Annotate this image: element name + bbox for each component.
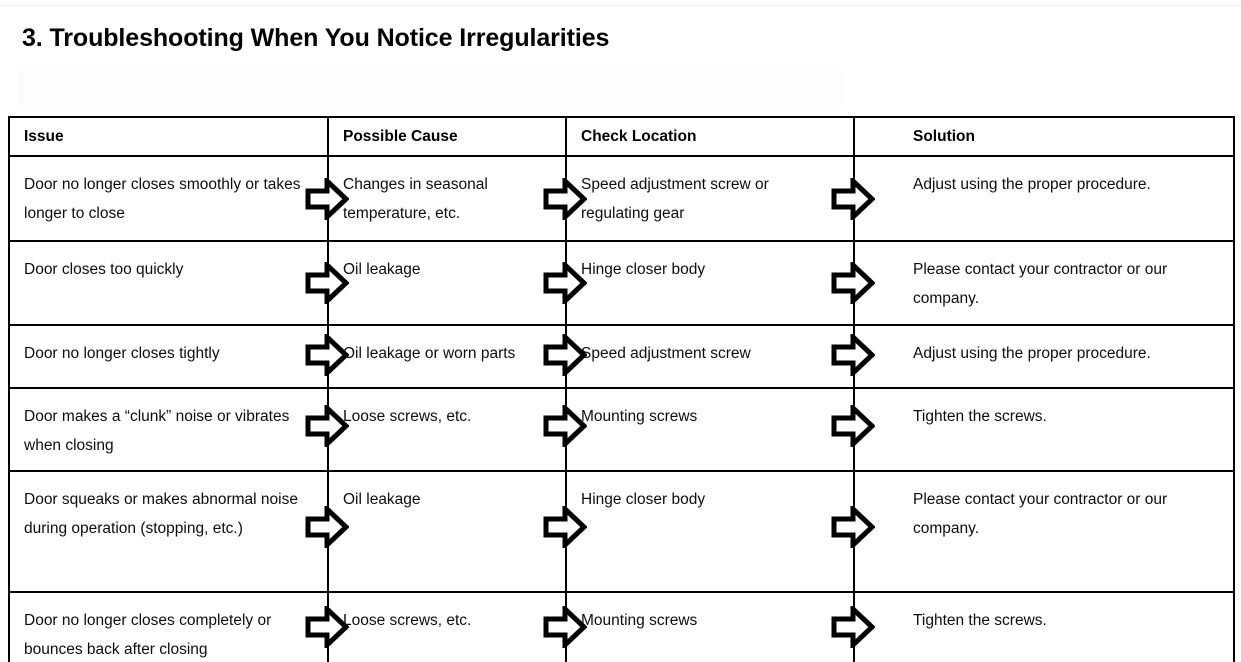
cell-issue-text: Door closes too quickly bbox=[24, 261, 184, 278]
flow-arrow-icon bbox=[305, 334, 349, 376]
cell-solution-text: Tighten the screws. bbox=[913, 408, 1047, 425]
cell-cause: Oil leakage or worn parts bbox=[327, 324, 567, 389]
flow-arrow-icon bbox=[831, 606, 875, 648]
table-row: Door no longer closes completely or boun… bbox=[8, 591, 1235, 662]
cell-solution-text: Adjust using the proper procedure. bbox=[913, 345, 1151, 362]
cell-solution: Tighten the screws. bbox=[853, 591, 1235, 662]
page-title: 3. Troubleshooting When You Notice Irreg… bbox=[22, 24, 610, 52]
flow-arrow-icon bbox=[543, 506, 587, 548]
flow-arrow-icon bbox=[305, 506, 349, 548]
cell-solution-text: Please contact your contractor or our co… bbox=[913, 491, 1168, 537]
flow-arrow-icon bbox=[305, 606, 349, 648]
cell-location: Speed adjustment screw or regulating gea… bbox=[565, 155, 855, 242]
cell-issue-text: Door no longer closes completely or boun… bbox=[24, 612, 272, 658]
table-header: Issue Possible Cause Check Location Solu… bbox=[8, 116, 1235, 157]
cell-cause: Oil leakage bbox=[327, 470, 567, 593]
cell-issue: Door closes too quickly bbox=[8, 240, 329, 326]
cell-solution: Adjust using the proper procedure. bbox=[853, 324, 1235, 389]
cell-issue: Door no longer closes completely or boun… bbox=[8, 591, 329, 662]
cell-cause-text: Changes in seasonal temperature, etc. bbox=[343, 176, 488, 222]
table-header-row: Issue Possible Cause Check Location Solu… bbox=[8, 116, 1235, 157]
cell-solution-text: Please contact your contractor or our co… bbox=[913, 261, 1168, 307]
cell-solution: Please contact your contractor or our co… bbox=[853, 470, 1235, 593]
cell-cause: Loose screws, etc. bbox=[327, 591, 567, 662]
cell-location: Mounting screws bbox=[565, 591, 855, 662]
table-row: Door no longer closes tightly Oil leakag… bbox=[8, 324, 1235, 389]
cell-location-text: Mounting screws bbox=[581, 612, 698, 629]
cell-issue-text: Door no longer closes smoothly or takes … bbox=[24, 176, 301, 222]
flow-arrow-icon bbox=[831, 506, 875, 548]
flow-arrow-icon bbox=[831, 334, 875, 376]
column-header-check-location-label: Check Location bbox=[581, 128, 697, 145]
column-header-solution-label: Solution bbox=[913, 128, 975, 145]
table-row: Door squeaks or makes abnormal noise dur… bbox=[8, 470, 1235, 593]
cell-issue: Door squeaks or makes abnormal noise dur… bbox=[8, 470, 329, 593]
flow-arrow-icon bbox=[305, 405, 349, 447]
flow-arrow-icon bbox=[543, 405, 587, 447]
cell-solution-text: Tighten the screws. bbox=[913, 612, 1047, 629]
cell-cause-text: Loose screws, etc. bbox=[343, 612, 472, 629]
flow-arrow-icon bbox=[543, 262, 587, 304]
column-header-possible-cause-label: Possible Cause bbox=[343, 128, 458, 145]
cell-location: Speed adjustment screw bbox=[565, 324, 855, 389]
troubleshooting-table-container: Issue Possible Cause Check Location Solu… bbox=[8, 116, 1235, 662]
flow-arrow-icon bbox=[543, 334, 587, 376]
column-header-issue: Issue bbox=[8, 116, 329, 157]
cell-cause: Loose screws, etc. bbox=[327, 387, 567, 472]
flow-arrow-icon bbox=[543, 606, 587, 648]
cell-location: Mounting screws bbox=[565, 387, 855, 472]
cell-solution-text: Adjust using the proper procedure. bbox=[913, 176, 1151, 193]
cell-location-text: Speed adjustment screw bbox=[581, 345, 751, 362]
column-header-issue-label: Issue bbox=[24, 128, 64, 145]
cell-cause: Changes in seasonal temperature, etc. bbox=[327, 155, 567, 242]
table-body: Door no longer closes smoothly or takes … bbox=[8, 155, 1235, 662]
cell-issue-text: Door no longer closes tightly bbox=[24, 345, 220, 362]
flow-arrow-layer bbox=[0, 116, 1241, 662]
cell-issue: Door no longer closes smoothly or takes … bbox=[8, 155, 329, 242]
cell-issue: Door makes a “clunk” noise or vibrates w… bbox=[8, 387, 329, 472]
cell-location-text: Hinge closer body bbox=[581, 261, 706, 278]
cell-cause: Oil leakage bbox=[327, 240, 567, 326]
cell-location-text: Mounting screws bbox=[581, 408, 698, 425]
flow-arrow-icon bbox=[831, 178, 875, 220]
cell-cause-text: Oil leakage bbox=[343, 491, 421, 508]
cell-solution: Adjust using the proper procedure. bbox=[853, 155, 1235, 242]
flow-arrow-icon bbox=[831, 262, 875, 304]
column-header-check-location: Check Location bbox=[565, 116, 855, 157]
flow-arrow-icon bbox=[543, 178, 587, 220]
cell-location-text: Hinge closer body bbox=[581, 491, 706, 508]
column-header-solution: Solution bbox=[853, 116, 1235, 157]
cell-cause-text: Oil leakage or worn parts bbox=[343, 345, 516, 362]
cell-location: Hinge closer body bbox=[565, 470, 855, 593]
cell-cause-text: Loose screws, etc. bbox=[343, 408, 472, 425]
flow-arrow-icon bbox=[305, 262, 349, 304]
top-hairline-divider bbox=[0, 5, 1241, 6]
flow-arrow-icon bbox=[831, 405, 875, 447]
flow-arrow-icon bbox=[305, 178, 349, 220]
cell-issue-text: Door makes a “clunk” noise or vibrates w… bbox=[24, 408, 290, 454]
cell-location-text: Speed adjustment screw or regulating gea… bbox=[581, 176, 769, 222]
troubleshooting-table: Issue Possible Cause Check Location Solu… bbox=[8, 116, 1235, 662]
table-row: Door makes a “clunk” noise or vibrates w… bbox=[8, 387, 1235, 472]
cell-solution: Tighten the screws. bbox=[853, 387, 1235, 472]
heading-background-panel bbox=[18, 70, 845, 106]
cell-location: Hinge closer body bbox=[565, 240, 855, 326]
column-header-possible-cause: Possible Cause bbox=[327, 116, 567, 157]
cell-cause-text: Oil leakage bbox=[343, 261, 421, 278]
table-row: Door no longer closes smoothly or takes … bbox=[8, 155, 1235, 242]
cell-solution: Please contact your contractor or our co… bbox=[853, 240, 1235, 326]
cell-issue: Door no longer closes tightly bbox=[8, 324, 329, 389]
cell-issue-text: Door squeaks or makes abnormal noise dur… bbox=[24, 491, 298, 537]
table-row: Door closes too quickly Oil leakage Hing… bbox=[8, 240, 1235, 326]
